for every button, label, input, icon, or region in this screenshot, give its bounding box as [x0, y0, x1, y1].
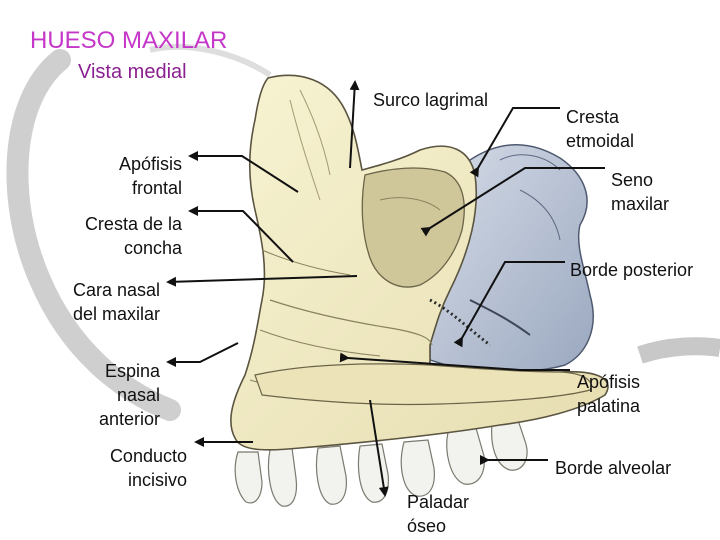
label-cresta-etmoidal-line2: etmoidal [566, 131, 635, 151]
label-cara-nasal: Cara nasal del maxilar [73, 278, 160, 326]
maxilla-bone-illustration [230, 74, 609, 507]
label-espina-nasal-line3: anterior [98, 409, 160, 429]
arrow-borde-posterior [453, 261, 565, 348]
label-espina-nasal-line2: nasal [116, 385, 160, 405]
label-borde-posterior-text: Borde posterior [570, 260, 694, 280]
arrow-surco-lagrimal [349, 80, 360, 169]
arrow-apofisis-palatina [339, 352, 570, 371]
leader-lines [166, 80, 605, 497]
label-seno-maxilar-line2: maxilar [611, 194, 670, 214]
label-borde-posterior: Borde posterior [570, 258, 693, 282]
label-conducto-incisivo: Conducto incisivo [110, 444, 187, 492]
label-surco-lagrimal: Surco lagrimal [373, 88, 488, 112]
background-arc-decoration [6, 43, 720, 421]
label-cresta-etmoidal-line1: Cresta [566, 107, 620, 127]
label-apofisis-frontal: Apófisis frontal [119, 152, 182, 200]
label-borde-alveolar-text: Borde alveolar [555, 458, 672, 478]
page-subtitle: Vista medial [78, 61, 187, 83]
arrow-cresta-concha [188, 206, 294, 263]
arrow-cresta-etmoidal [469, 107, 560, 178]
label-cresta-etmoidal: Cresta etmoidal [566, 105, 634, 153]
maxillary-sinus [361, 167, 465, 288]
label-apofisis-frontal-line2: frontal [131, 178, 182, 198]
arrow-seno-maxilar [420, 167, 605, 237]
label-cresta-concha-line2: concha [123, 238, 182, 258]
arrow-apofisis-frontal [188, 151, 299, 193]
label-conducto-incisivo-line1: Conducto [109, 446, 187, 466]
label-cara-nasal-line2: del maxilar [72, 304, 160, 324]
label-apofisis-palatina: Apófisis palatina [577, 370, 640, 418]
label-seno-maxilar: Seno maxilar [611, 168, 669, 216]
page-title: HUESO MAXILAR [30, 27, 228, 54]
label-conducto-incisivo-line2: incisivo [127, 470, 187, 490]
palatine-process [254, 363, 592, 406]
label-seno-maxilar-line1: Seno [611, 170, 654, 190]
label-cara-nasal-line1: Cara nasal [72, 280, 160, 300]
arrow-cara-nasal [166, 275, 358, 287]
label-apofisis-palatina-line1: Apófisis [577, 372, 641, 392]
label-apofisis-frontal-line1: Apófisis [118, 154, 182, 174]
label-borde-alveolar: Borde alveolar [555, 456, 671, 480]
label-paladar-oseo-line1: Paladar [407, 492, 470, 512]
label-paladar-oseo: Paladar óseo [407, 490, 469, 538]
label-espina-nasal: Espina nasal anterior [99, 359, 160, 431]
arrow-paladar-oseo [369, 399, 389, 497]
label-paladar-oseo-line2: óseo [407, 516, 447, 536]
label-cresta-concha-line1: Cresta de la [84, 214, 182, 234]
label-apofisis-palatina-line2: palatina [577, 396, 641, 416]
label-espina-nasal-line1: Espina [104, 361, 160, 381]
label-cresta-concha: Cresta de la concha [85, 212, 182, 260]
arrow-espina-nasal [166, 342, 239, 367]
label-surco-lagrimal-text: Surco lagrimal [373, 90, 489, 110]
